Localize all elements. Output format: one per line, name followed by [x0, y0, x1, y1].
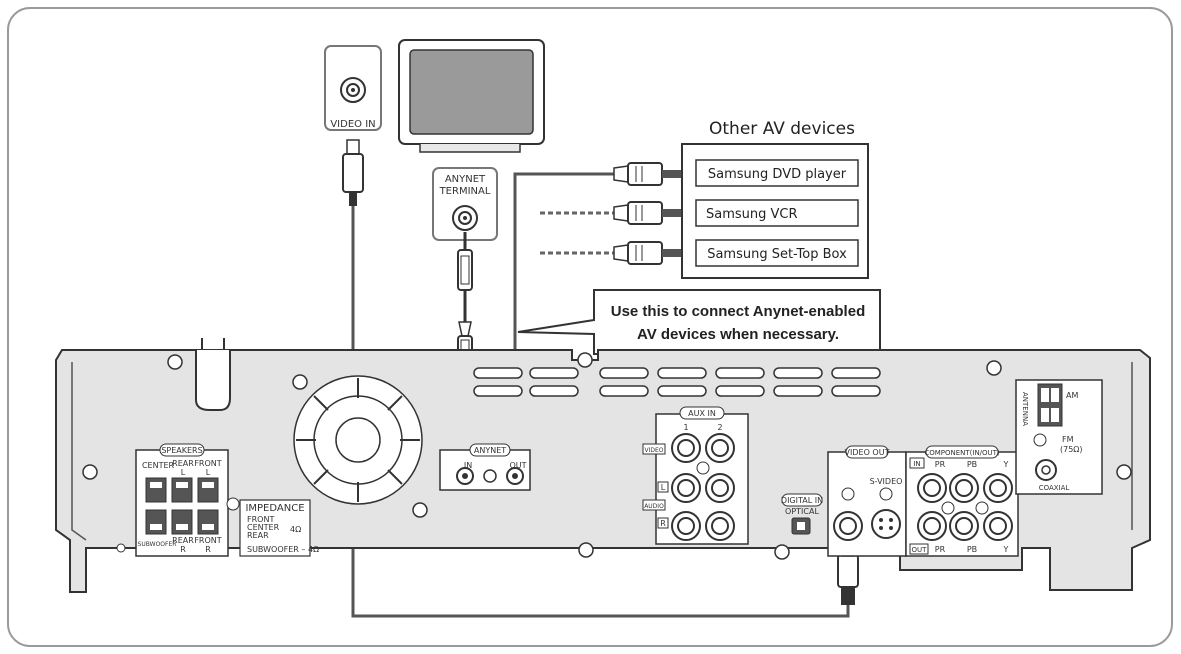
speakers-label: SPEAKERS — [161, 446, 202, 455]
component-in-label: IN — [913, 460, 920, 468]
panel-vents — [473, 367, 881, 397]
speaker-rear-l-sub: L — [181, 468, 186, 477]
other-av-devices-title: Other AV devices — [709, 119, 855, 139]
component-pr-out: PR — [935, 545, 946, 554]
component-y-in: Y — [1003, 460, 1009, 469]
device-vcr-label: Samsung VCR — [706, 207, 798, 222]
anynet-panel-label: ANYNET — [474, 446, 506, 455]
s-video-label: S-VIDEO — [870, 477, 903, 486]
impedance-front: FRONT — [247, 515, 274, 524]
video-out-label: VIDEO OUT — [845, 448, 890, 457]
video-in-label: VIDEO IN — [330, 119, 375, 130]
device-plugs — [613, 162, 682, 265]
antenna-fm-ohm: (75Ω) — [1060, 445, 1083, 454]
device-box-vcr — [695, 199, 859, 227]
impedance-label: IMPEDANCE — [245, 503, 304, 514]
aux-audio-label: AUDIO — [644, 503, 664, 510]
aux-2-label: 2 — [717, 423, 722, 432]
digital-in-optical — [781, 493, 823, 535]
speaker-subwoofer-label: SUBWOOFER — [138, 541, 177, 548]
device-box-stb — [695, 239, 859, 267]
fan-grille — [293, 375, 423, 505]
callout-bubble — [517, 289, 881, 355]
component-pr-in: PR — [935, 460, 946, 469]
device-box-dvd — [695, 159, 859, 187]
aux-l-label: L — [661, 483, 666, 492]
component-section — [905, 445, 1019, 557]
video-out-section — [827, 445, 907, 557]
device-dvd-label: Samsung DVD player — [708, 167, 847, 182]
anynet-terminal-label-1: ANYNET — [445, 174, 486, 185]
speaker-center-label: CENTER — [142, 461, 175, 470]
antenna-fm-label: FM — [1062, 435, 1074, 444]
component-pb-in: PB — [967, 460, 977, 469]
tv-video-in-jack — [324, 45, 382, 131]
tv-illustration — [398, 39, 545, 153]
component-out-label: OUT — [912, 546, 928, 554]
impedance-center: CENTER — [247, 523, 280, 532]
component-pb-out: PB — [967, 545, 977, 554]
speaker-rear-l-label: REAR — [172, 459, 194, 468]
callout-line-1: Use this to connect Anynet-enabled — [611, 303, 865, 320]
speaker-front-l-sub: L — [206, 468, 211, 477]
device-stb-label: Samsung Set-Top Box — [707, 247, 847, 262]
optical-label: OPTICAL — [785, 507, 819, 516]
anynet-panel-section — [439, 443, 531, 491]
anynet-in-label: IN — [464, 461, 472, 470]
speaker-front-r-sub: R — [205, 545, 211, 554]
anynet-out-label: OUT — [509, 461, 526, 470]
antenna-label: ANTENNA — [1021, 392, 1029, 426]
aux-in-section — [642, 406, 749, 545]
speaker-front-r-label: FRONT — [194, 536, 221, 545]
panel-screws — [82, 352, 1132, 560]
speaker-rear-r-sub: R — [180, 545, 186, 554]
aux-r-label: R — [660, 519, 666, 528]
antenna-section — [1015, 379, 1103, 495]
aux-in-label: AUX IN — [688, 409, 716, 418]
impedance-rear: REAR — [247, 531, 269, 540]
anynet-terminal-label-2: TERMINAL — [439, 186, 491, 197]
antenna-coaxial-label: COAXIAL — [1039, 484, 1070, 492]
speaker-rear-r-label: REAR — [172, 536, 194, 545]
callout-line-2: AV devices when necessary. — [637, 326, 839, 343]
anynet-terminal-box — [432, 167, 498, 241]
aux-video-label: VIDEO — [644, 447, 663, 454]
speakers-section — [116, 443, 311, 557]
impedance-subwoofer: SUBWOOFER – 4Ω — [247, 545, 319, 554]
component-label: COMPONENT(IN/OUT) — [924, 449, 1000, 457]
impedance-ohm: 4Ω — [290, 525, 301, 534]
digital-in-label: DIGITAL IN — [781, 496, 823, 505]
aux-1-label: 1 — [683, 423, 688, 432]
speaker-front-l-label: FRONT — [194, 459, 221, 468]
component-y-out: Y — [1003, 545, 1009, 554]
antenna-am-label: AM — [1066, 391, 1078, 400]
